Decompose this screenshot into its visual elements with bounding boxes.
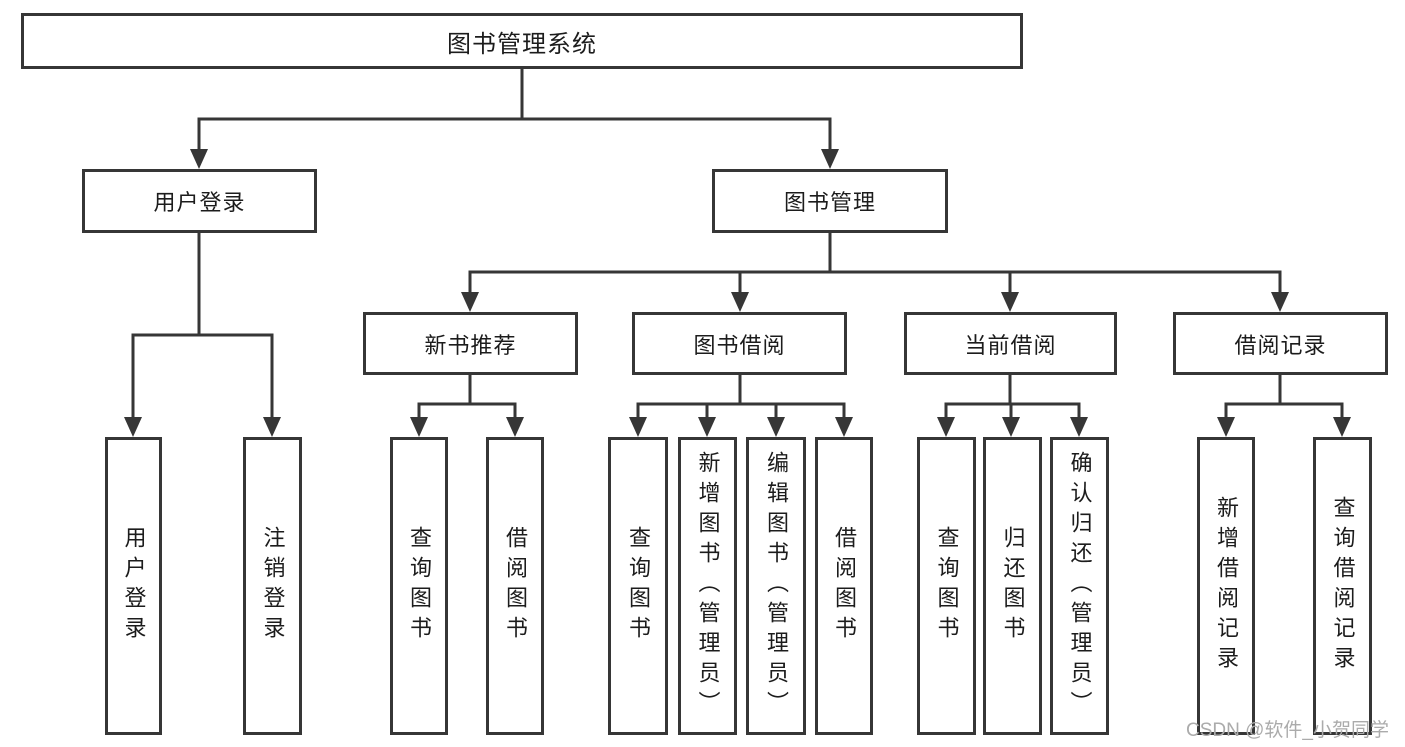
node-label: 归还图书: [1000, 526, 1026, 646]
node-label: 确认归还（管理员）: [1067, 451, 1093, 721]
node-label: 查询借阅记录: [1330, 496, 1356, 676]
node-library-management-system: 图书管理系统: [21, 13, 1023, 69]
node-current-borrowing: 当前借阅: [904, 312, 1117, 375]
node-label: 当前借阅: [964, 332, 1057, 358]
node-label: 注销登录: [260, 526, 286, 646]
node-label: 新书推荐: [424, 332, 517, 358]
node-edit-book-admin: 编辑图书（管理员）: [746, 437, 806, 735]
node-add-book-admin: 新增图书（管理员）: [678, 437, 737, 735]
node-label: 借阅图书: [832, 526, 857, 646]
node-new-book-recommend: 新书推荐: [363, 312, 578, 375]
node-label: 借阅图书: [503, 526, 528, 646]
node-label: 图书借阅: [693, 332, 786, 358]
node-user-login: 用户登录: [82, 169, 317, 233]
node-label: 新增借阅记录: [1214, 496, 1239, 676]
node-label: 图书管理系统: [447, 30, 597, 58]
node-label: 查询图书: [407, 526, 432, 646]
csdn-watermark: CSDN @软件_小贺同学: [1186, 720, 1389, 741]
node-label: 用户登录: [121, 526, 147, 646]
node-label: 编辑图书（管理员）: [764, 451, 789, 721]
node-confirm-return-admin: 确认归还（管理员）: [1050, 437, 1109, 735]
node-add-borrow-record: 新增借阅记录: [1197, 437, 1255, 735]
node-query-books-2: 查询图书: [608, 437, 668, 735]
node-borrow-books-2: 借阅图书: [815, 437, 873, 735]
node-label: 借阅记录: [1234, 332, 1327, 358]
node-label: 用户登录: [153, 190, 246, 215]
node-borrowing-records: 借阅记录: [1173, 312, 1388, 375]
node-label: 图书管理: [783, 190, 876, 215]
node-query-books-3: 查询图书: [917, 437, 976, 735]
node-book-borrowing: 图书借阅: [632, 312, 847, 375]
node-borrow-books-1: 借阅图书: [486, 437, 544, 735]
node-label: 查询图书: [934, 526, 960, 646]
node-query-books-1: 查询图书: [390, 437, 448, 735]
node-label: 新增图书（管理员）: [695, 451, 721, 721]
node-return-book: 归还图书: [983, 437, 1042, 735]
node-query-borrow-record: 查询借阅记录: [1313, 437, 1372, 735]
node-label: 查询图书: [626, 526, 651, 646]
node-logout: 注销登录: [243, 437, 302, 735]
node-user-login-leaf: 用户登录: [105, 437, 162, 735]
node-book-management: 图书管理: [712, 169, 948, 233]
